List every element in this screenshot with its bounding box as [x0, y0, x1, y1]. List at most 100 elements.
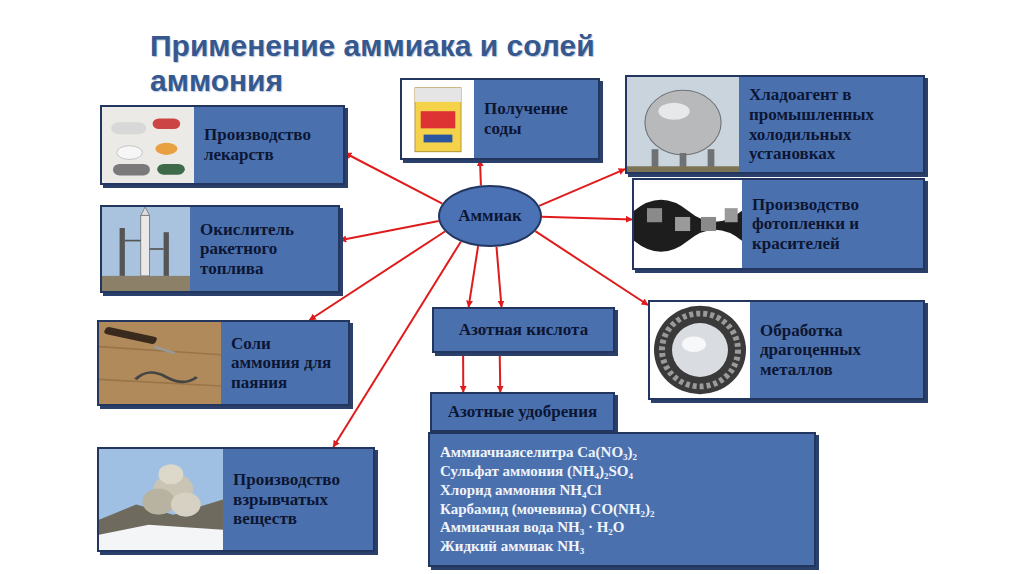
blast-picture-part — [99, 525, 223, 550]
application-box: Производство лекарств — [100, 105, 345, 185]
pills-picture-part — [153, 118, 181, 129]
arrow-connector — [345, 153, 442, 204]
application-box: Получение соды — [400, 78, 600, 160]
node-label: Аммиачная вода NH₃ · H₂O — [440, 518, 802, 537]
node-label: Производство фотопленки и красителей — [752, 195, 915, 254]
box-text: Окислитель ракетного топлива — [194, 215, 336, 284]
rocket-picture-part — [102, 207, 190, 291]
blast-picture — [99, 449, 223, 550]
box-text: Азотные удобрения — [432, 397, 613, 427]
pills-picture-part — [102, 107, 194, 183]
rocket-picture-part — [141, 215, 150, 275]
box-text: Обработка драгоценных металлов — [754, 316, 921, 385]
box-text: Аммиачнаяселитра Ca(NO₃)₂Сульфат аммония… — [430, 437, 812, 562]
arrow-connector — [340, 221, 439, 240]
node-label: Жидкий аммиак NH₃ — [440, 537, 802, 556]
ring-picture-part — [654, 306, 746, 394]
rocket-picture-part — [141, 207, 150, 215]
pills-picture-part — [157, 164, 185, 175]
box-text: Аммиак — [440, 201, 540, 231]
rocket-picture-part — [120, 228, 125, 276]
application-box: Хладоагент в промышленных холодильных ус… — [625, 75, 925, 174]
ammonia-ellipse: Аммиак — [438, 185, 542, 247]
product-box: Азотная кислота — [432, 307, 615, 353]
soda-picture-part — [415, 88, 461, 152]
node-label: Обработка драгоценных металлов — [760, 321, 915, 380]
node-label: Аммиак — [446, 206, 534, 226]
node-label: Хладоагент в промышленных холодильных ус… — [749, 85, 915, 163]
node-label: Аммиачнаяселитра Ca(NO₃)₂ — [440, 443, 802, 462]
solder-picture-part — [99, 379, 221, 386]
ring-picture-part — [682, 337, 706, 352]
tank-picture — [627, 77, 739, 172]
node-label: Хлорид аммония NH₄Cl — [440, 481, 802, 500]
soda-picture-part — [415, 88, 461, 102]
blast-picture-part — [142, 488, 174, 514]
application-box: Производство взрывчатых веществ — [97, 447, 375, 552]
box-text: Производство взрывчатых веществ — [227, 465, 371, 534]
node-label: Окислитель ракетного топлива — [200, 220, 330, 279]
pills-picture — [102, 107, 194, 183]
soda-picture-part — [421, 111, 456, 128]
rocket-picture-part — [102, 276, 190, 291]
node-label: Карбамид (мочевина) CO(NH₂)₂ — [440, 500, 802, 519]
node-label: Сульфат аммония (NH₄)₂SO₄ — [440, 462, 802, 481]
tank-picture-part — [627, 77, 739, 172]
film-picture-part — [725, 208, 738, 222]
application-box: Производство фотопленки и красителей — [632, 178, 925, 270]
box-text: Получение соды — [478, 94, 596, 143]
solder-picture-part — [99, 322, 221, 404]
arrow-connector — [497, 247, 502, 307]
ring-picture-part — [672, 323, 728, 377]
arrow-connector — [499, 353, 502, 392]
box-text: Производство фотопленки и красителей — [746, 190, 921, 259]
blast-picture-part — [171, 492, 201, 516]
pills-picture-part — [113, 164, 150, 175]
box-text: Азотная кислота — [434, 315, 613, 345]
film-picture-part — [647, 208, 662, 222]
pills-picture-part — [155, 143, 177, 155]
pills-picture-part — [111, 122, 146, 134]
node-label: Азотные удобрения — [438, 402, 607, 422]
ring-picture — [650, 302, 750, 398]
film-picture — [634, 180, 742, 268]
box-text: Соли аммония для паяния — [225, 329, 346, 398]
node-label: Производство лекарств — [204, 125, 335, 164]
application-box: Окислитель ракетного топлива — [100, 205, 340, 293]
node-label: Производство взрывчатых веществ — [233, 470, 365, 529]
film-picture-part — [701, 217, 716, 231]
arrow-connector — [469, 246, 479, 307]
box-text: Производство лекарств — [198, 120, 341, 169]
arrow-connector — [539, 169, 625, 206]
solder-picture-part — [99, 347, 221, 355]
solder-picture — [99, 322, 221, 404]
soda-picture-part — [402, 80, 474, 158]
node-label: Получение соды — [484, 99, 590, 138]
product-box: Азотные удобрения — [430, 392, 615, 432]
rocket-picture-part — [164, 232, 169, 276]
ring-picture-part — [650, 302, 750, 398]
rocket-picture-part — [125, 240, 141, 242]
node-label: Соли аммония для паяния — [231, 334, 340, 393]
film-picture-part — [634, 200, 742, 252]
arrow-connector — [542, 217, 632, 220]
box-text: Хладоагент в промышленных холодильных ус… — [743, 80, 921, 168]
rocket-picture — [102, 207, 190, 291]
solder-picture-part — [136, 373, 197, 382]
tank-picture-part — [645, 90, 721, 155]
ring-picture-part — [662, 314, 738, 387]
tank-picture-part — [627, 166, 739, 172]
tank-picture-part — [658, 103, 689, 120]
arrow-connector — [462, 353, 464, 392]
node-label: Азотная кислота — [440, 320, 607, 340]
fertilizer-list: Аммиачнаяселитра Ca(NO₃)₂Сульфат аммония… — [428, 432, 816, 567]
blast-picture-part — [99, 449, 223, 550]
blast-picture-part — [159, 464, 184, 484]
pills-picture-part — [117, 146, 143, 160]
film-picture-part — [675, 217, 690, 231]
application-box: Обработка драгоценных металлов — [648, 300, 925, 400]
solder-picture-part — [154, 347, 175, 354]
soda-picture — [402, 80, 474, 158]
solder-picture-part — [103, 326, 157, 344]
